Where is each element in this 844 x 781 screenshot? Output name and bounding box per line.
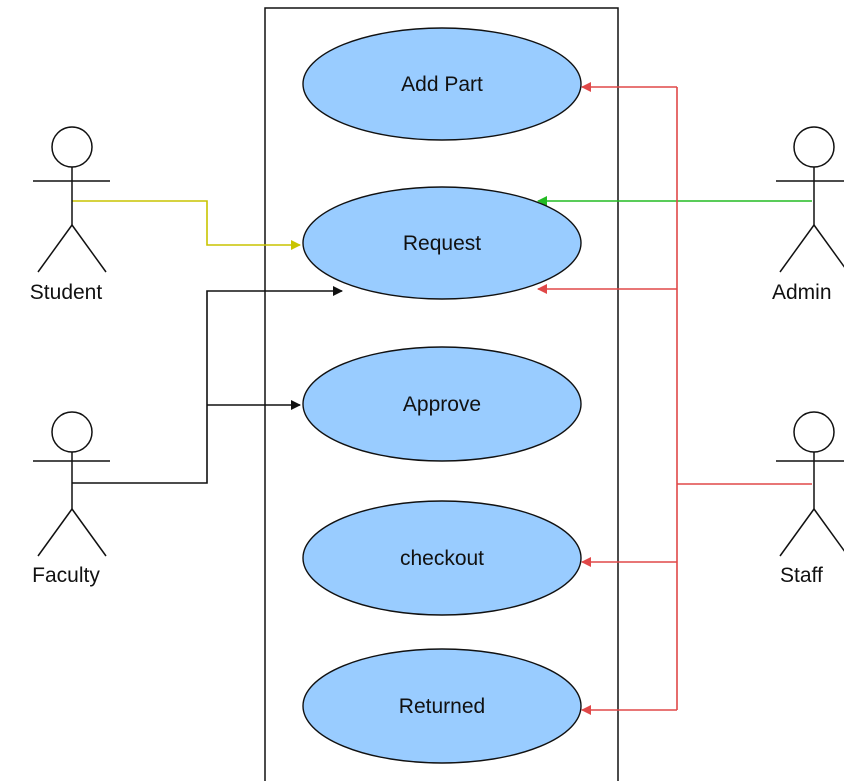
actor-head-icon	[793, 126, 835, 168]
actor-student	[33, 126, 110, 273]
edge-student-request	[72, 200, 301, 250]
actor-label-admin: Admin	[772, 281, 832, 304]
usecase-label: Returned	[399, 695, 485, 718]
usecase-checkout: checkout	[302, 500, 582, 616]
usecase-label: Approve	[403, 393, 481, 416]
edge-staff	[537, 82, 812, 715]
actor-faculty	[33, 411, 110, 557]
actor-label-faculty: Faculty	[32, 564, 100, 587]
actor-head-icon	[793, 411, 835, 453]
usecase-label: Add Part	[401, 73, 483, 96]
actor-staff	[776, 411, 844, 557]
usecase-label: Request	[403, 232, 481, 255]
actor-label-student: Student	[30, 281, 103, 304]
usecase-label: checkout	[400, 547, 484, 570]
usecase-request: Request	[302, 186, 582, 300]
actor-label-staff: Staff	[780, 564, 823, 587]
actor-head-icon	[51, 126, 93, 168]
actor-admin	[776, 126, 844, 273]
system-boundary	[264, 7, 619, 781]
actor-head-icon	[51, 411, 93, 453]
edge-faculty	[72, 286, 343, 484]
usecase-add-part: Add Part	[302, 27, 582, 141]
usecase-approve: Approve	[302, 346, 582, 462]
usecase-returned: Returned	[302, 648, 582, 764]
